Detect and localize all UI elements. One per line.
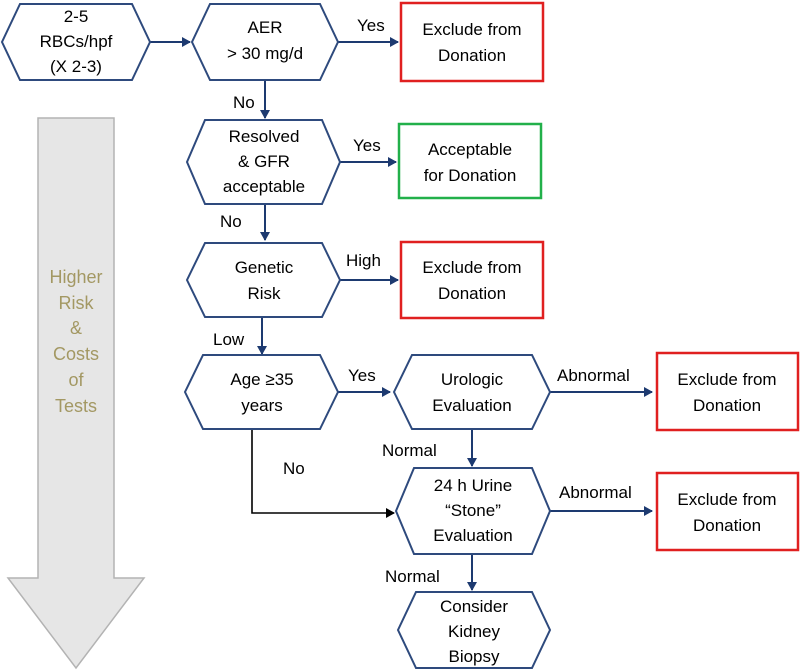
node-acceptable-line-0: Acceptable (428, 140, 512, 159)
edge-label-urine-abnormal: Abnormal (559, 483, 632, 502)
edge-label-resolved-no: No (220, 212, 242, 231)
node-aer-line-0: AER (248, 18, 283, 37)
node-biopsy: Consider Kidney Biopsy (396, 591, 552, 669)
edge-label-urologic-normal: Normal (382, 441, 437, 460)
node-age-line-1: years (241, 396, 283, 415)
node-genetic-line-1: Risk (247, 284, 281, 303)
node-exclude-1: Exclude from Donation (399, 1, 545, 83)
node-resolved: Resolved & GFR acceptable (185, 119, 342, 205)
node-resolved-line-2: acceptable (223, 177, 305, 196)
edge-labels: Yes No Yes No High Low Yes No Abnormal N… (213, 16, 632, 586)
node-urine: 24 h Urine “Stone” Evaluation (394, 467, 552, 555)
node-exclude-3-line-1: Donation (693, 396, 761, 415)
node-exclude-1-line-0: Exclude from (422, 20, 521, 39)
node-acceptable-line-1: for Donation (424, 166, 517, 185)
edge-label-genetic-low: Low (213, 330, 245, 349)
node-urologic-line-0: Urologic (441, 370, 504, 389)
node-rbc-line-2: (X 2-3) (50, 57, 102, 76)
node-biopsy-line-2: Biopsy (448, 647, 500, 666)
node-aer-line-1: > 30 mg/d (227, 44, 303, 63)
edge-label-aer-yes: Yes (357, 16, 385, 35)
node-exclude-2-line-1: Donation (438, 284, 506, 303)
node-rbc-line-0: 2-5 (64, 7, 89, 26)
node-rbc: 2-5 RBCs/hpf (X 2-3) (0, 3, 152, 81)
node-age-line-0: Age ≥35 (230, 370, 293, 389)
node-urine-line-1: “Stone” (445, 501, 501, 520)
risk-cost-arrow: Higher Risk & Costs of Tests (6, 117, 146, 670)
node-urine-line-0: 24 h Urine (434, 476, 512, 495)
edge-label-age-no: No (283, 459, 305, 478)
edge-label-resolved-yes: Yes (353, 136, 381, 155)
node-exclude-2-line-0: Exclude from (422, 258, 521, 277)
node-exclude-3: Exclude from Donation (655, 351, 800, 432)
edge-label-urine-normal: Normal (385, 567, 440, 586)
side-label-line-2: & (70, 318, 82, 338)
connectors (150, 37, 653, 591)
node-exclude-4: Exclude from Donation (655, 471, 800, 552)
node-biopsy-line-1: Kidney (448, 622, 500, 641)
node-resolved-line-1: & GFR (238, 152, 290, 171)
node-exclude-4-line-1: Donation (693, 516, 761, 535)
side-label-line-0: Higher (49, 267, 102, 287)
node-urine-line-2: Evaluation (433, 526, 512, 545)
node-exclude-1-line-1: Donation (438, 46, 506, 65)
edge-age-to-urine (251, 430, 395, 518)
side-label-line-1: Risk (59, 293, 95, 313)
node-rbc-line-1: RBCs/hpf (40, 32, 113, 51)
node-exclude-4-line-0: Exclude from (677, 490, 776, 509)
side-label-line-5: Tests (55, 396, 97, 416)
side-label-line-3: Costs (53, 344, 99, 364)
edge-label-urologic-abnormal: Abnormal (557, 366, 630, 385)
node-genetic: Genetic Risk (185, 242, 342, 318)
side-label-line-4: of (68, 370, 84, 390)
node-urologic-line-1: Evaluation (432, 396, 511, 415)
node-genetic-line-0: Genetic (235, 258, 294, 277)
node-exclude-2: Exclude from Donation (399, 240, 545, 320)
edge-label-age-yes: Yes (348, 366, 376, 385)
node-resolved-line-0: Resolved (229, 127, 300, 146)
node-aer: AER > 30 mg/d (190, 3, 340, 81)
node-urologic: Urologic Evaluation (392, 354, 552, 430)
node-age: Age ≥35 years (183, 354, 340, 430)
edge-label-aer-no: No (233, 93, 255, 112)
node-biopsy-line-0: Consider (440, 597, 508, 616)
node-acceptable: Acceptable for Donation (397, 122, 543, 200)
node-exclude-3-line-0: Exclude from (677, 370, 776, 389)
edge-label-genetic-high: High (346, 251, 381, 270)
